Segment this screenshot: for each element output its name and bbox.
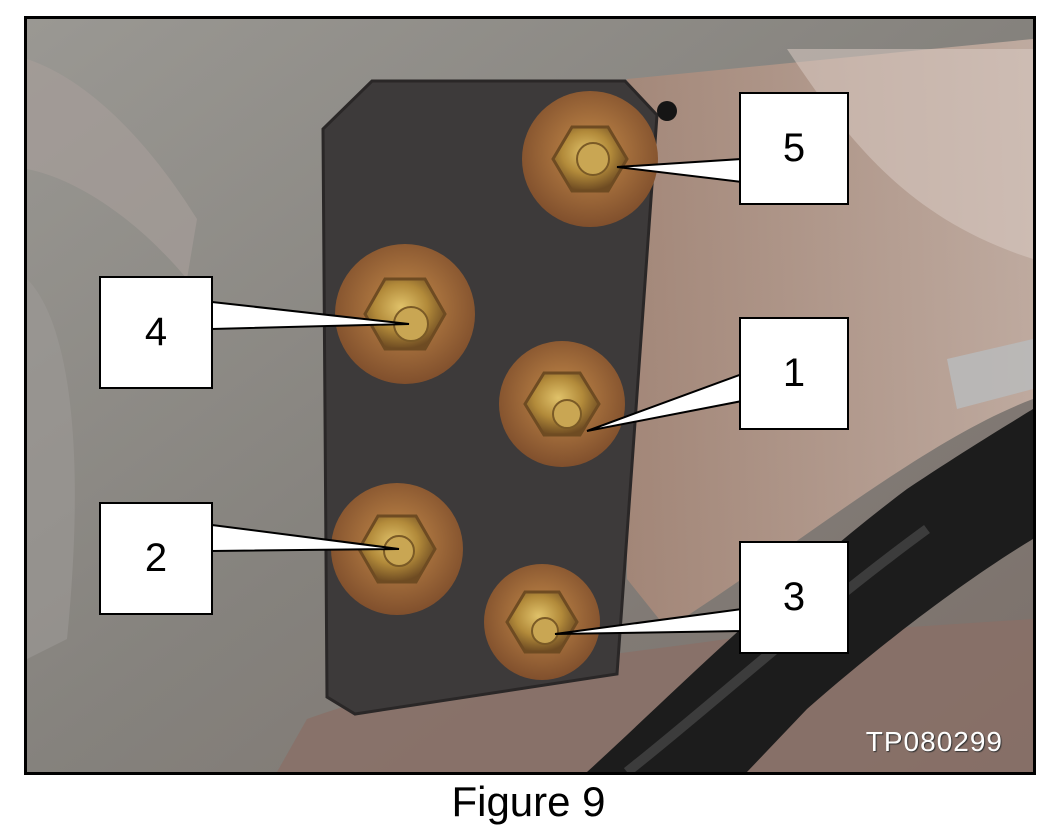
callout-3-label: 3 <box>782 575 806 619</box>
callout-1: 1 <box>739 317 849 430</box>
callout-4: 4 <box>99 276 213 389</box>
callout-4-label: 4 <box>144 310 168 354</box>
callout-3: 3 <box>739 541 849 654</box>
callout-5-label: 5 <box>782 126 806 170</box>
photo: 5 4 1 2 3 TP080299 <box>24 16 1036 775</box>
bolt-5 <box>522 91 658 227</box>
callout-2-label: 2 <box>144 536 168 580</box>
callout-5: 5 <box>739 92 849 205</box>
callout-1-label: 1 <box>782 351 806 395</box>
bolt-4 <box>335 244 475 384</box>
photo-code: TP080299 <box>865 726 1003 757</box>
bolt-3 <box>484 564 600 680</box>
bolt-1 <box>499 341 625 467</box>
bolt-plate-photo <box>27 19 1033 772</box>
figure-caption: Figure 9 <box>451 778 606 825</box>
callout-2: 2 <box>99 502 213 615</box>
